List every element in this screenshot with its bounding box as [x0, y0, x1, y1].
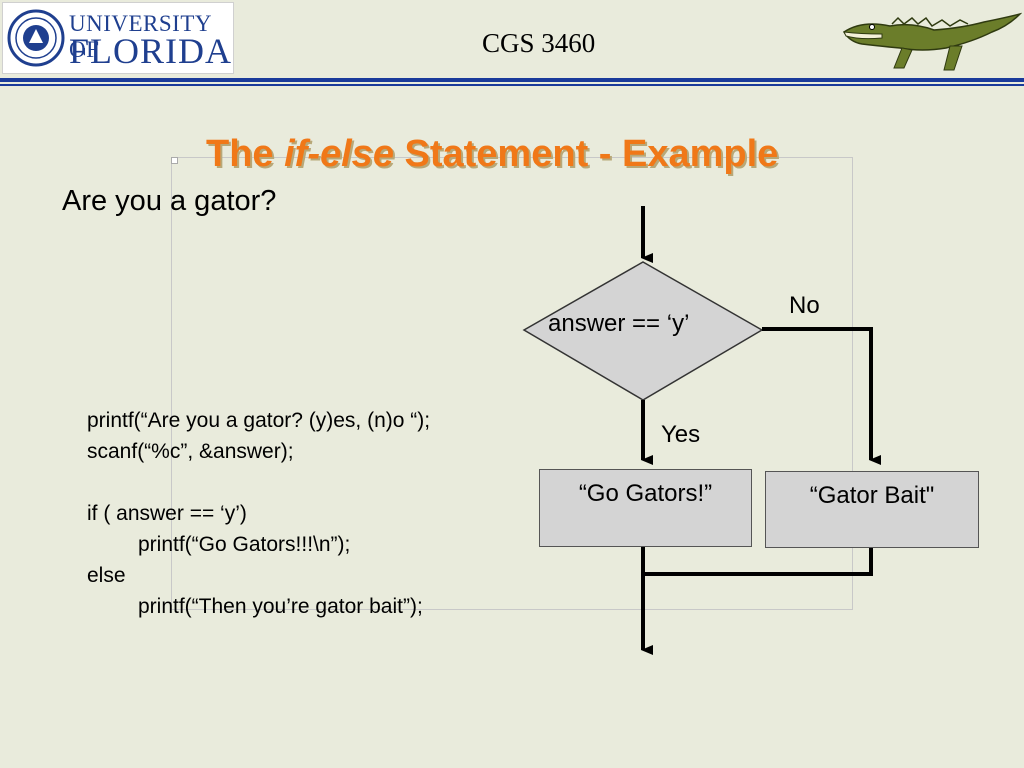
- yes-label: Yes: [661, 421, 701, 448]
- no-action-box: “Gator Bait": [765, 471, 979, 548]
- no-arrow: [762, 327, 881, 465]
- yes-action-box: “Go Gators!”: [539, 469, 752, 547]
- header-rule-thick: [0, 78, 1024, 82]
- slide-title: The if-else Statement - Example: [206, 133, 779, 175]
- slide-header: UNIVERSITY OF FLORIDA CGS 3460: [0, 0, 1024, 78]
- logo-text-florida: FLORIDA: [69, 31, 233, 71]
- university-seal-icon: [7, 9, 65, 67]
- code-line: printf(“Go Gators!!!\n”);: [138, 533, 351, 556]
- code-line: printf(“Then you’re gator bait”);: [138, 595, 423, 618]
- course-code: CGS 3460: [482, 28, 596, 58]
- yes-action-text: “Go Gators!”: [578, 480, 713, 507]
- code-line: else: [87, 564, 126, 587]
- decision-label: answer == ‘y’: [548, 310, 690, 337]
- no-label: No: [789, 292, 820, 319]
- code-line: printf(“Are you a gator? (y)es, (n)o “);: [87, 409, 431, 432]
- header-rule-thin: [0, 84, 1024, 86]
- university-logo: UNIVERSITY OF FLORIDA: [2, 2, 234, 74]
- logo-text-university: UNIVERSITY OF: [69, 11, 212, 62]
- code-line: scanf(“%c”, &answer);: [87, 440, 294, 463]
- code-line: if ( answer == ‘y’): [87, 502, 247, 525]
- content-frame: [171, 157, 853, 610]
- code-block: printf(“Are you a gator? (y)es, (n)o “);…: [87, 405, 430, 622]
- alligator-icon: [842, 12, 1022, 71]
- no-action-text: “Gator Bait": [809, 482, 935, 509]
- slide-question: Are you a gator?: [62, 185, 277, 217]
- merge-line: [643, 547, 873, 576]
- title-keyword: if-else: [284, 133, 394, 175]
- frame-handle: [171, 157, 178, 164]
